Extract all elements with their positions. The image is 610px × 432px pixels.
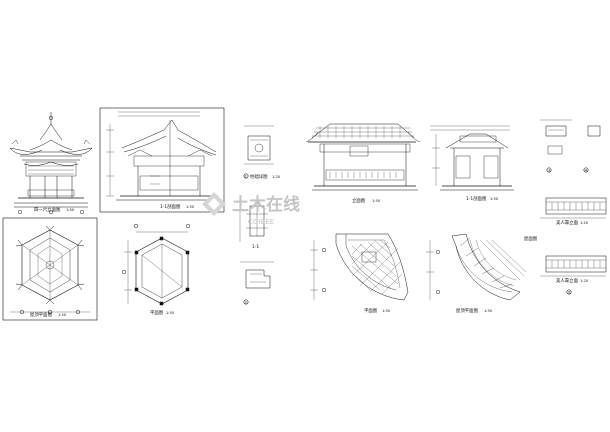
railing-elevation-1 [540, 197, 607, 219]
detail-top-right [540, 119, 601, 173]
hall-curved-plan [310, 233, 409, 301]
scale-hex-section: 1:50 [186, 205, 195, 209]
title-hall-section: 1-1剖面图 [466, 195, 487, 202]
scale-railing-1: 1:20 [580, 221, 589, 225]
title-hex-roof-plan: 屋顶平面图 [30, 312, 53, 318]
section-mark-label: 1-1 [252, 244, 259, 250]
scale-railing-2: 1:20 [580, 279, 589, 283]
title-hall-elevation: 立面图 [352, 197, 366, 204]
hex-pavilion-elevation [9, 112, 93, 215]
watermark-cn: 土木在线 [232, 194, 300, 215]
title-detail-column-base: 柱础详图 [250, 173, 268, 180]
scale-hall-plan: 1:50 [382, 309, 391, 313]
scale-hall-elevation: 1:50 [372, 199, 381, 203]
detail-number-2: ② [244, 300, 248, 306]
scale-hex-roof-plan: 1:50 [58, 313, 67, 317]
watermark-en: COIBEE [248, 218, 274, 226]
scale-hall-roof-plan: 1:50 [484, 309, 493, 313]
title-roof-plan-b: 屋面图 [524, 236, 538, 242]
title-hall-plan: 平面图 [364, 308, 378, 314]
title-hex-plan: 平面图 [150, 310, 164, 316]
scale-hex-elevation: 1:50 [66, 208, 75, 212]
title-hall-roof-plan: 屋顶平面图 [456, 308, 479, 314]
detail-bracket [239, 200, 268, 242]
railing-label-2: 美人靠立面 [556, 277, 579, 284]
title-hex-section: 1-1剖面图 [160, 203, 181, 210]
hall-elevation [305, 123, 421, 191]
hex-roof-plan [2, 217, 98, 321]
detail-number-4: ④ [584, 168, 588, 174]
hex-floor-plan [121, 223, 191, 306]
title-hex-elevation: 四一六立面图 [34, 206, 61, 213]
watermark: 土木在线 COIBEE [202, 192, 300, 226]
detail-step [240, 261, 274, 305]
hex-pavilion-section [99, 107, 225, 213]
scale-detail-column-base: 1:20 [272, 175, 281, 179]
detail-number-5: ⑤ [567, 290, 571, 296]
railing-label-1: 美人靠立面 [556, 219, 579, 226]
detail-number-3: ③ [547, 168, 551, 174]
hall-section [430, 125, 514, 191]
detail-number-1: ① [244, 174, 248, 180]
scale-hall-section: 1:50 [490, 197, 499, 201]
detail-column-base [243, 125, 274, 179]
railing-elevation-2 [540, 255, 607, 295]
scale-hex-plan: 1:50 [166, 311, 175, 315]
hall-curved-roof-plan [426, 233, 527, 301]
